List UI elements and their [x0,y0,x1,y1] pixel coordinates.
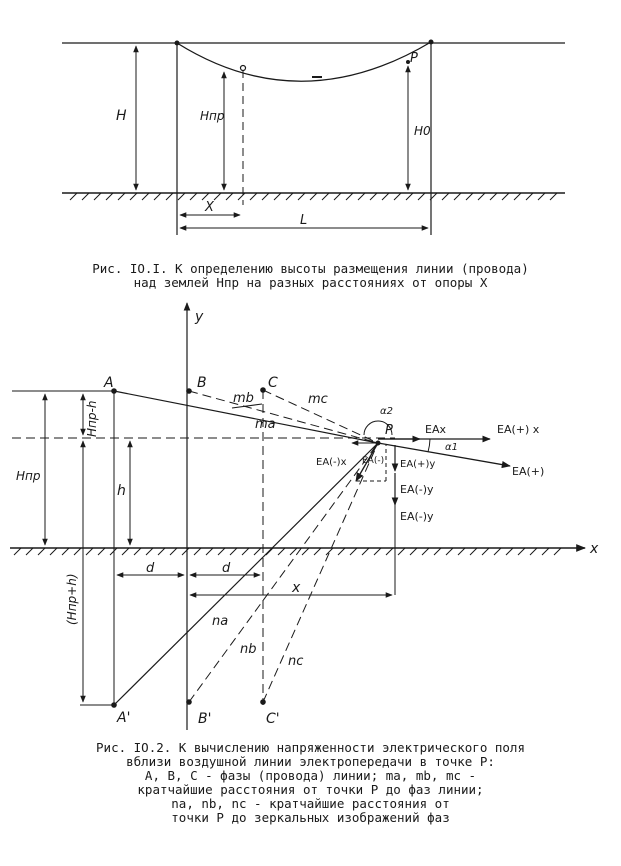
figure1-caption: Рис. IO.I. К определению высоты размещен… [0,262,621,290]
label-hpr: Hпр [16,469,41,483]
label-x-axis: x [589,541,599,557]
label-d2: d [222,561,231,576]
wire-point-x [239,64,247,72]
mb-line [188,390,379,444]
label-alpha1: α1 [445,442,458,453]
label-alpha2: α2 [380,406,393,417]
figure2-caption-line: вблизи воздушной линии электропередачи в… [126,754,495,769]
label-nc: nc [288,654,303,669]
sagging-conductor [176,41,432,82]
label-ea-minus-x: EA(-)x [316,457,347,468]
label-na: na [212,614,228,629]
label-ea-minus: EA(-) [362,456,384,466]
label-hpr-plus-h: (Hпр+h) [65,573,79,625]
label-h: H [116,108,127,124]
label-h: h [117,483,126,499]
mb-underline [231,403,263,409]
label-phase-c: C [268,375,278,391]
ma-line [113,390,379,444]
label-d1: d [146,561,155,576]
label-image-b: B' [198,711,211,727]
figure2-caption-line: A, B, C - фазы (провода) линии; ma, mb, … [144,768,477,783]
label-x-distance: x [291,580,301,596]
mc-line [262,389,379,444]
label-ea-minus-y-1: EA(-)y [400,483,434,496]
ground-hatching [69,192,558,201]
label-phase-a: A [103,375,114,391]
label-hpr: Hпр [200,109,225,123]
label-ea-minus-y-2: EA(-)y [400,510,434,523]
label-p: P [410,51,418,66]
label-nb: nb [240,642,257,657]
nb-line [188,442,379,703]
label-image-c: C' [266,711,280,727]
label-point-p: P [385,423,393,438]
label-x: X [204,200,215,215]
label-l: L [300,213,307,228]
label-mb: mb [233,391,254,406]
image-c-point [260,699,266,705]
label-ea-x: EAx [425,423,446,436]
figure2-caption-line: na, nb, nc - кратчайшие расстояния от [171,796,450,811]
label-ma: ma [255,417,276,432]
label-ea-plus: EA(+) [512,465,544,478]
alpha2-arc [363,420,393,436]
nc-line [262,442,379,703]
field-diagram: y x A B C A' B' C' P [10,302,599,730]
label-h0: H0 [414,124,431,138]
figure2-caption-line: точки P до зеркальных изображений фаз [171,810,450,825]
figure1-caption-line: Рис. IO.I. К определению высоты размещен… [92,261,529,276]
label-hpr-minus-h: Hпр-h [85,401,99,437]
label-mc: mc [308,392,328,407]
figure2-caption-line: кратчайшие расстояния от точки P до фаз … [137,782,484,797]
figure2-caption-line: Рис. IO.2. К вычислению напряженности эл… [96,740,525,755]
alpha1-arc [427,438,431,453]
ground-hatching [13,547,562,556]
label-ea-plus-x: EA(+) x [497,423,540,436]
wire-point-p [406,60,410,64]
figure2-caption: Рис. IO.2. К вычислению напряженности эл… [0,741,621,825]
figure1-caption-line: над землей Hпр на разных расстояниях от … [133,275,488,290]
label-phase-b: B [197,375,207,391]
label-y-axis: y [194,309,204,325]
vector-ea-plus [377,442,511,469]
sag-diagram: H Hпр P H0 X L [62,39,565,235]
label-image-a: A' [116,710,130,726]
label-ea-plus-y: EA(+)y [400,459,435,470]
vector-ea-minus [355,442,379,482]
